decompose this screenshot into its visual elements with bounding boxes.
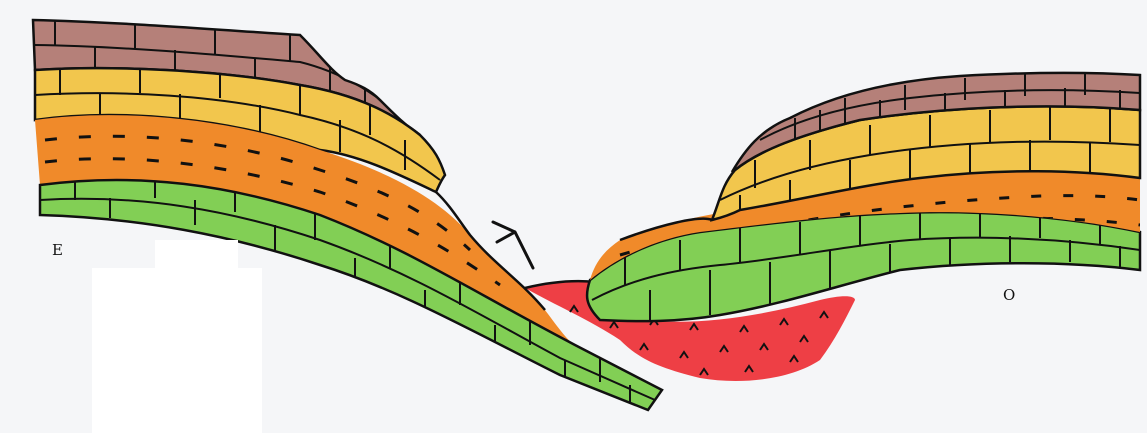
label-left: E [52,241,63,259]
masked-region-tab [155,240,238,270]
masked-region [92,268,262,433]
fault-arrow-icon [493,222,533,268]
label-right: O [1003,286,1015,304]
